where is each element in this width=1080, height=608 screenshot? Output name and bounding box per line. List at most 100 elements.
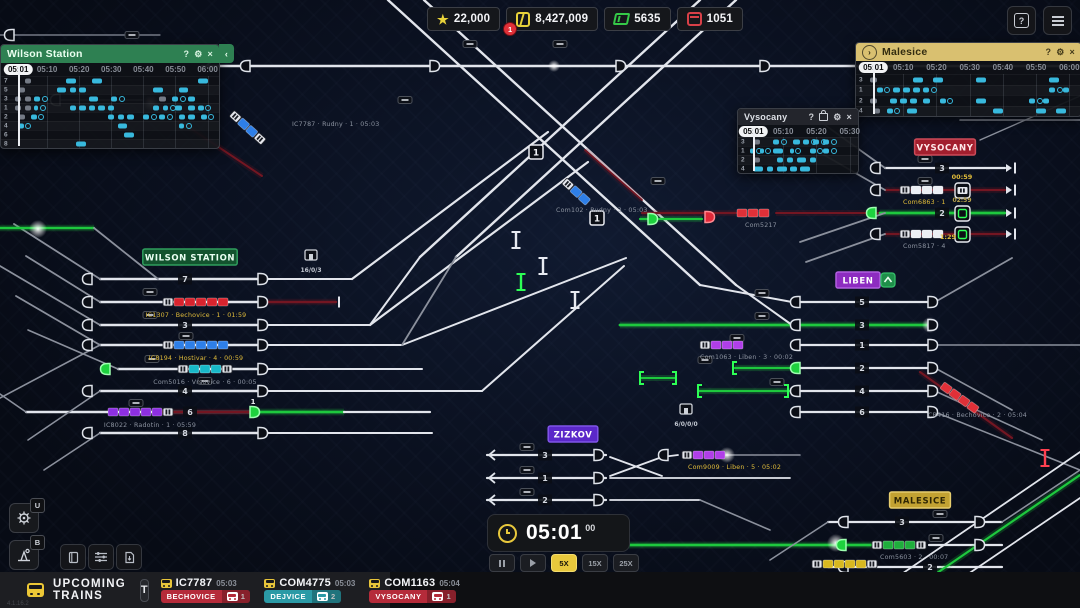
schedule-block[interactable] [976, 98, 987, 104]
signal[interactable] [789, 295, 801, 309]
schedule-block[interactable] [992, 108, 1003, 114]
schedule-block[interactable] [876, 87, 883, 93]
train[interactable] [162, 340, 229, 350]
signal[interactable] [789, 338, 801, 352]
signal[interactable] [927, 338, 939, 352]
play-button[interactable] [520, 554, 546, 572]
speed-marker[interactable] [142, 311, 158, 319]
schedule-block[interactable] [913, 87, 920, 93]
schedule-block[interactable] [56, 87, 67, 93]
schedule-block[interactable] [753, 157, 760, 163]
signal[interactable] [869, 183, 881, 197]
timetable-hotkey-button[interactable]: T [139, 578, 149, 602]
schedule-block[interactable] [153, 87, 163, 93]
speed-marker[interactable] [519, 488, 535, 496]
speed-marker[interactable] [397, 96, 413, 104]
track-closure-marker[interactable] [516, 273, 526, 291]
schedule-block[interactable] [188, 105, 195, 111]
schedule-block[interactable] [1042, 98, 1050, 104]
schedule-block[interactable] [1062, 87, 1070, 93]
speed-marker[interactable] [697, 356, 713, 364]
schedule-block[interactable] [18, 87, 25, 93]
schedule-block[interactable] [913, 77, 924, 83]
signal[interactable] [789, 384, 801, 398]
signal[interactable] [789, 361, 801, 375]
signal[interactable] [647, 212, 659, 226]
schedule-block[interactable] [886, 108, 893, 114]
schedule-block[interactable] [201, 114, 207, 120]
speed-marker[interactable] [754, 312, 770, 320]
schedule-block[interactable] [24, 96, 32, 102]
signal[interactable] [81, 295, 93, 309]
signal[interactable] [257, 362, 269, 376]
panel-close-icon[interactable]: × [846, 111, 852, 122]
station-stop-box[interactable] [954, 205, 971, 222]
panel-settings-icon[interactable]: ⚙ [1056, 46, 1065, 57]
signal[interactable] [927, 361, 939, 375]
liben-collapse-button[interactable] [880, 272, 896, 288]
signal[interactable] [927, 318, 939, 332]
help-button[interactable]: ? [1007, 6, 1036, 35]
schedule-block[interactable] [893, 87, 900, 93]
schedule-block[interactable] [873, 108, 880, 114]
train[interactable] [162, 297, 229, 307]
schedule-block[interactable] [66, 78, 76, 84]
signal[interactable] [974, 515, 986, 529]
platform-row-6[interactable]: 6 [1, 130, 219, 139]
speed-marker[interactable] [650, 177, 666, 185]
schedule-block[interactable] [69, 105, 76, 111]
speed-marker[interactable] [178, 332, 194, 340]
panel-close-icon[interactable]: × [1069, 46, 1075, 57]
platform-row-3[interactable]: 3 [1, 94, 219, 103]
platform-row-1[interactable]: 1 [738, 146, 858, 155]
platform-row-4[interactable]: 4 [738, 164, 858, 173]
schedule-block[interactable] [776, 166, 787, 172]
platform-row-2[interactable]: 2 [856, 95, 1080, 106]
schedule-block[interactable] [753, 139, 760, 145]
schedule-block[interactable] [197, 78, 208, 84]
speed-marker[interactable] [552, 40, 568, 48]
schedule-block[interactable] [796, 157, 807, 163]
schedule-block[interactable] [773, 148, 784, 154]
platform-row-7[interactable]: 7 [1, 76, 219, 85]
schedule-block[interactable] [823, 148, 830, 154]
schedule-block[interactable] [92, 78, 102, 84]
speed-5x-button[interactable]: 5X [551, 554, 577, 572]
build-button[interactable]: B [9, 535, 45, 570]
speed-marker[interactable] [519, 443, 535, 451]
signal[interactable] [257, 426, 269, 440]
speed-marker[interactable] [124, 31, 140, 39]
signal[interactable] [704, 210, 716, 224]
schedule-block[interactable] [766, 166, 774, 172]
station-stop-box[interactable] [954, 182, 971, 199]
schedule-block[interactable] [933, 77, 944, 83]
schedule-block[interactable] [188, 96, 195, 102]
speed-marker[interactable] [917, 177, 933, 185]
schedule-block[interactable] [159, 96, 166, 102]
schedule-block[interactable] [79, 105, 86, 111]
panel-settings-icon[interactable]: ⚙ [194, 48, 203, 59]
schedule-block[interactable] [172, 96, 179, 102]
signal[interactable] [257, 272, 269, 286]
train[interactable] [107, 407, 174, 417]
schedule-block[interactable] [31, 114, 37, 120]
signal[interactable] [429, 59, 441, 73]
timetable-panel-wilson[interactable]: Wilson Station?⚙×‹05:0105:1005:2005:3005… [0, 44, 234, 149]
signal[interactable] [657, 448, 669, 462]
panel-settings-icon[interactable]: ⚙ [833, 111, 842, 122]
platform-row-2[interactable]: 2 [1, 112, 219, 121]
station-label-liben[interactable]: LIBEN [835, 271, 881, 289]
speed-marker[interactable] [932, 510, 948, 518]
schedule-block[interactable] [759, 148, 764, 154]
signal[interactable] [593, 448, 605, 462]
signal[interactable] [869, 161, 881, 175]
schedule-block[interactable] [117, 114, 125, 120]
signal[interactable] [257, 295, 269, 309]
schedule-block[interactable] [789, 148, 794, 154]
schedule-block[interactable] [79, 87, 86, 93]
pause-button[interactable] [489, 554, 515, 572]
track-sign[interactable]: 1 [528, 144, 544, 160]
schedule-block[interactable] [803, 139, 810, 145]
